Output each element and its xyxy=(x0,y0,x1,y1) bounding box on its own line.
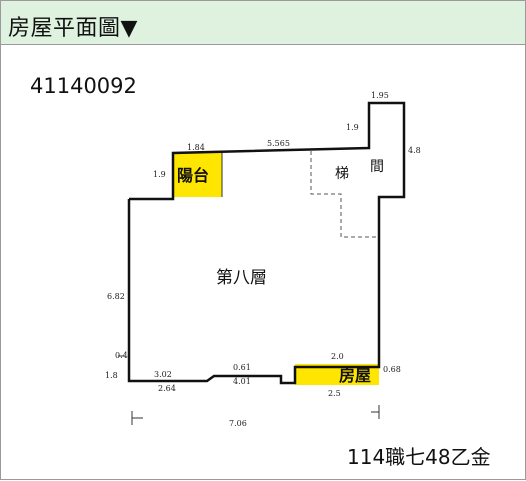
dim-right-upper: 4.8 xyxy=(408,146,421,155)
building-code: 41140092 xyxy=(30,74,137,98)
panel-title[interactable]: 房屋平面圖▼ xyxy=(8,16,138,41)
balcony-label: 陽台 xyxy=(177,166,209,185)
dim-bottom-c: 0.61 xyxy=(233,363,251,372)
stair-label-right: 間 xyxy=(370,159,384,175)
dim-bottom-b: 2.64 xyxy=(158,384,176,393)
room-label: 房屋 xyxy=(339,366,371,385)
outer-wall xyxy=(127,101,406,385)
dim-balcony-height: 1.9 xyxy=(153,170,166,179)
dim-top-right: 1.95 xyxy=(371,91,389,100)
dim-left-wall: 6.82 xyxy=(107,292,125,301)
dim-top-wall: 5.565 xyxy=(267,139,290,148)
room-highlight xyxy=(295,364,379,385)
balcony-highlight xyxy=(173,153,222,197)
floor-label: 第八層 xyxy=(216,268,267,288)
dim-left-lower: 1.8 xyxy=(105,371,118,380)
dim-upper: 1.9 xyxy=(346,123,359,132)
stair-label-left: 梯 xyxy=(335,166,349,182)
dim-left-small: 0.4 xyxy=(115,351,128,360)
panel-header: 房屋平面圖▼ xyxy=(1,1,525,45)
dim-room-top: 2.0 xyxy=(331,352,344,361)
stair-outline xyxy=(310,151,377,238)
dim-bottom-d: 4.01 xyxy=(233,377,251,386)
dim-balcony-width: 1.84 xyxy=(187,143,205,152)
address-label: 114職七48乙金 xyxy=(347,445,491,469)
dim-right-lower: 0.68 xyxy=(383,365,401,374)
dim-overall: 7.06 xyxy=(229,419,247,428)
dim-room-bottom: 2.5 xyxy=(328,389,341,398)
dim-bottom-a: 3.02 xyxy=(154,370,172,379)
